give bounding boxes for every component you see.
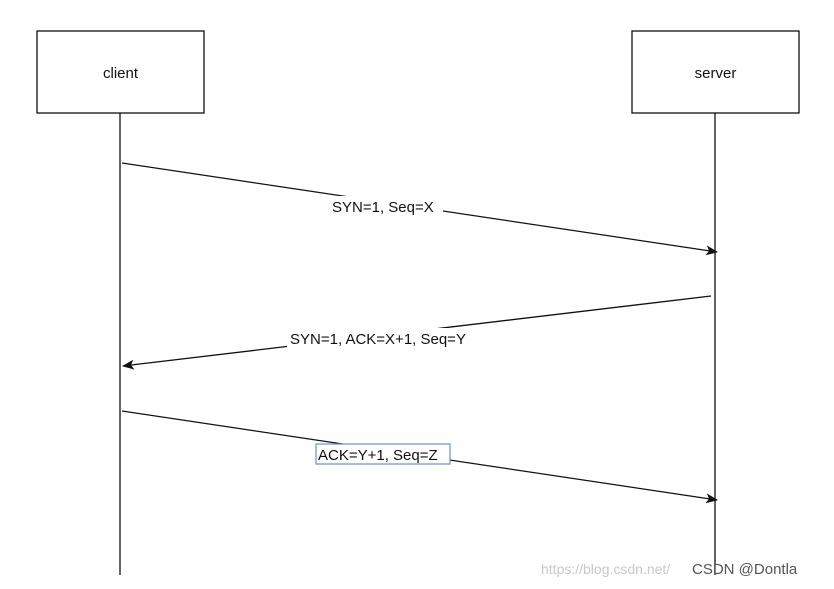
client-actor-box[interactable] bbox=[36, 30, 205, 114]
message-2-label-bg bbox=[287, 328, 489, 348]
server-actor-box[interactable] bbox=[631, 30, 800, 114]
server-actor-label: server bbox=[695, 65, 737, 82]
watermark-author: CSDN @Dontla bbox=[692, 561, 798, 578]
message-3-label-selection[interactable] bbox=[315, 443, 451, 465]
message-3-label[interactable]: ACK=Y+1, Seq=Z bbox=[318, 447, 438, 464]
message-1-label-bg bbox=[329, 196, 443, 216]
watermark-url: https://blog.csdn.net/ bbox=[541, 561, 671, 577]
message-2-label[interactable]: SYN=1, ACK=X+1, Seq=Y bbox=[290, 331, 466, 348]
client-actor-label: client bbox=[103, 65, 139, 82]
message-1-label[interactable]: SYN=1, Seq=X bbox=[332, 199, 434, 216]
